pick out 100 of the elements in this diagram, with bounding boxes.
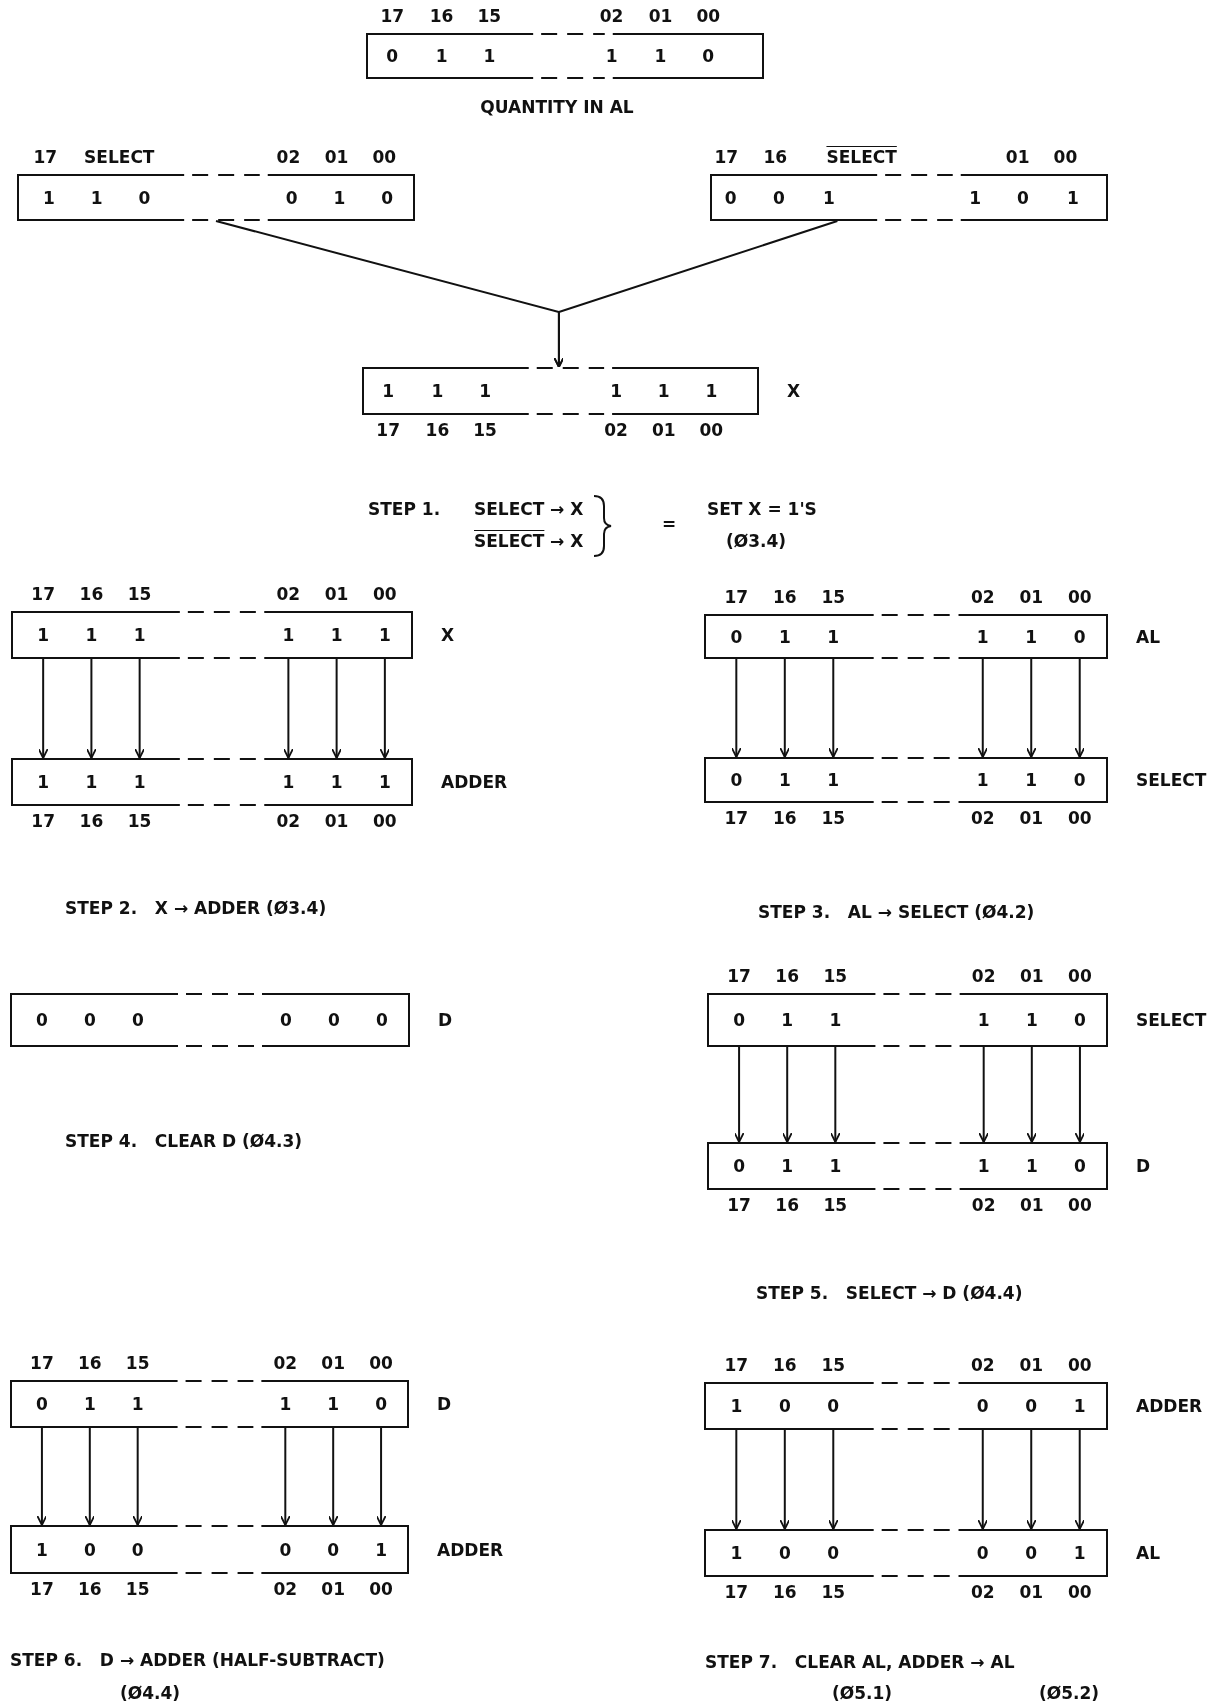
bit-number: 00 — [369, 1353, 393, 1373]
bit-value: 1 — [977, 1010, 990, 1030]
bit-value: 1 — [479, 381, 491, 401]
bit-value: 1 — [279, 1394, 292, 1414]
register-box — [10, 1525, 409, 1574]
bit-value: 0 — [1074, 1010, 1086, 1030]
bit-value: 0 — [1025, 1396, 1038, 1416]
bit-number: 02 — [971, 1195, 996, 1215]
bit-value: 1 — [37, 772, 50, 792]
arrow — [829, 1046, 841, 1143]
bit-value: 0 — [285, 187, 298, 208]
bit-value: 1 — [131, 1394, 144, 1414]
register-box — [10, 1380, 409, 1428]
register-box — [707, 993, 1108, 1047]
register-name: D — [437, 1394, 452, 1414]
bit-value: 0 — [733, 1156, 745, 1176]
bit-number: 01 — [321, 1579, 345, 1599]
bit-value: 0 — [84, 1010, 96, 1030]
bit-value: 0 — [1074, 1156, 1086, 1176]
bit-number: 02 — [599, 6, 624, 26]
bit-value: 1 — [382, 381, 395, 401]
bit-number: 15 — [125, 1579, 150, 1599]
arrow — [1026, 1046, 1038, 1143]
caption-text: QUANTITY IN AL — [480, 97, 634, 117]
bit-value: 1 — [829, 1156, 842, 1176]
bit-value: 0 — [730, 626, 743, 647]
bit-number: 16 — [77, 1579, 102, 1599]
arrow — [37, 658, 49, 759]
arrow — [977, 658, 989, 758]
bit-value: 1 — [330, 625, 343, 645]
bit-value: 0 — [36, 1394, 48, 1414]
bit-number: 01 — [1019, 1195, 1044, 1215]
register-box — [17, 174, 415, 221]
bit-number: 02 — [970, 1355, 995, 1375]
arrow — [1025, 658, 1037, 758]
bit-number: 16 — [772, 1355, 797, 1375]
bit-number: 16 — [425, 420, 450, 440]
bit-value: 0 — [279, 1539, 292, 1560]
caption-text: STEP 7. CLEAR AL, ADDER → AL — [705, 1652, 1015, 1672]
bit-value: 1 — [85, 772, 98, 792]
bit-value: 0 — [778, 1396, 791, 1416]
bit-value: 0 — [772, 187, 785, 208]
bit-value: 1 — [133, 772, 146, 792]
register-box — [710, 174, 1108, 221]
bit-number: 16 — [79, 811, 104, 831]
bit-number: 17 — [30, 1353, 54, 1373]
register-name: ADDER — [441, 772, 508, 792]
bit-number: 16 — [772, 808, 797, 828]
bit-number: 02 — [273, 1579, 298, 1599]
bit-value: 1 — [1025, 626, 1038, 647]
bit-number: 15 — [473, 420, 497, 440]
bit-value: 0 — [778, 1543, 791, 1563]
bit-value: 0 — [381, 187, 394, 208]
bit-number: 01 — [1005, 147, 1030, 167]
bit-number: 00 — [1067, 587, 1092, 607]
register-name: D — [438, 1010, 453, 1030]
bit-value: 0 — [138, 187, 151, 208]
bit-number: 16 — [429, 6, 454, 26]
bit-number: 00 — [373, 584, 397, 604]
caption-text: (Ø4.4) — [120, 1683, 181, 1703]
caption-text: SET X = 1'S — [707, 499, 817, 519]
bit-number: 17 — [31, 811, 55, 831]
bit-number: 01 — [1019, 1355, 1044, 1375]
bit-value: 1 — [1073, 1396, 1086, 1416]
arrow — [779, 658, 791, 758]
register-box — [362, 367, 759, 415]
register-name: ADDER — [1136, 1396, 1203, 1416]
bit-value: 1 — [827, 626, 840, 647]
bit-number: 00 — [699, 420, 724, 440]
arrow — [279, 1427, 291, 1526]
bit-value: 0 — [702, 46, 715, 66]
register-box — [11, 611, 413, 659]
bit-value: 1 — [378, 772, 391, 792]
bit-value: 1 — [977, 1156, 990, 1176]
arrow — [730, 1429, 742, 1530]
bit-value: 0 — [724, 187, 737, 208]
bit-value: 1 — [976, 626, 989, 647]
arrow — [134, 658, 146, 759]
bit-value: 1 — [83, 1394, 96, 1414]
caption-text: STEP 3. AL → SELECT (Ø4.2) — [758, 902, 1035, 922]
bit-number: 16 — [772, 587, 797, 607]
bit-number: 15 — [127, 811, 152, 831]
bit-number: 15 — [821, 808, 846, 828]
bit-value: 1 — [90, 187, 103, 208]
register-box — [707, 1142, 1108, 1190]
caption-text: (Ø5.2) — [1039, 1683, 1100, 1703]
bit-value: 1 — [282, 772, 295, 792]
bit-number: 15 — [821, 1355, 846, 1375]
bit-value: 0 — [280, 1010, 292, 1030]
bit-number: 00 — [373, 811, 397, 831]
bit-value: 0 — [730, 770, 743, 790]
bit-number: 17 — [33, 147, 58, 167]
bit-value: 0 — [1016, 187, 1029, 208]
bit-number: 15 — [127, 584, 152, 604]
arrow — [84, 1427, 96, 1526]
register-box — [366, 33, 764, 79]
caption-text: SELECT — [474, 499, 545, 519]
bit-number: 00 — [372, 147, 397, 167]
bit-value: 1 — [483, 46, 496, 66]
bit-number: 15 — [821, 1582, 846, 1602]
